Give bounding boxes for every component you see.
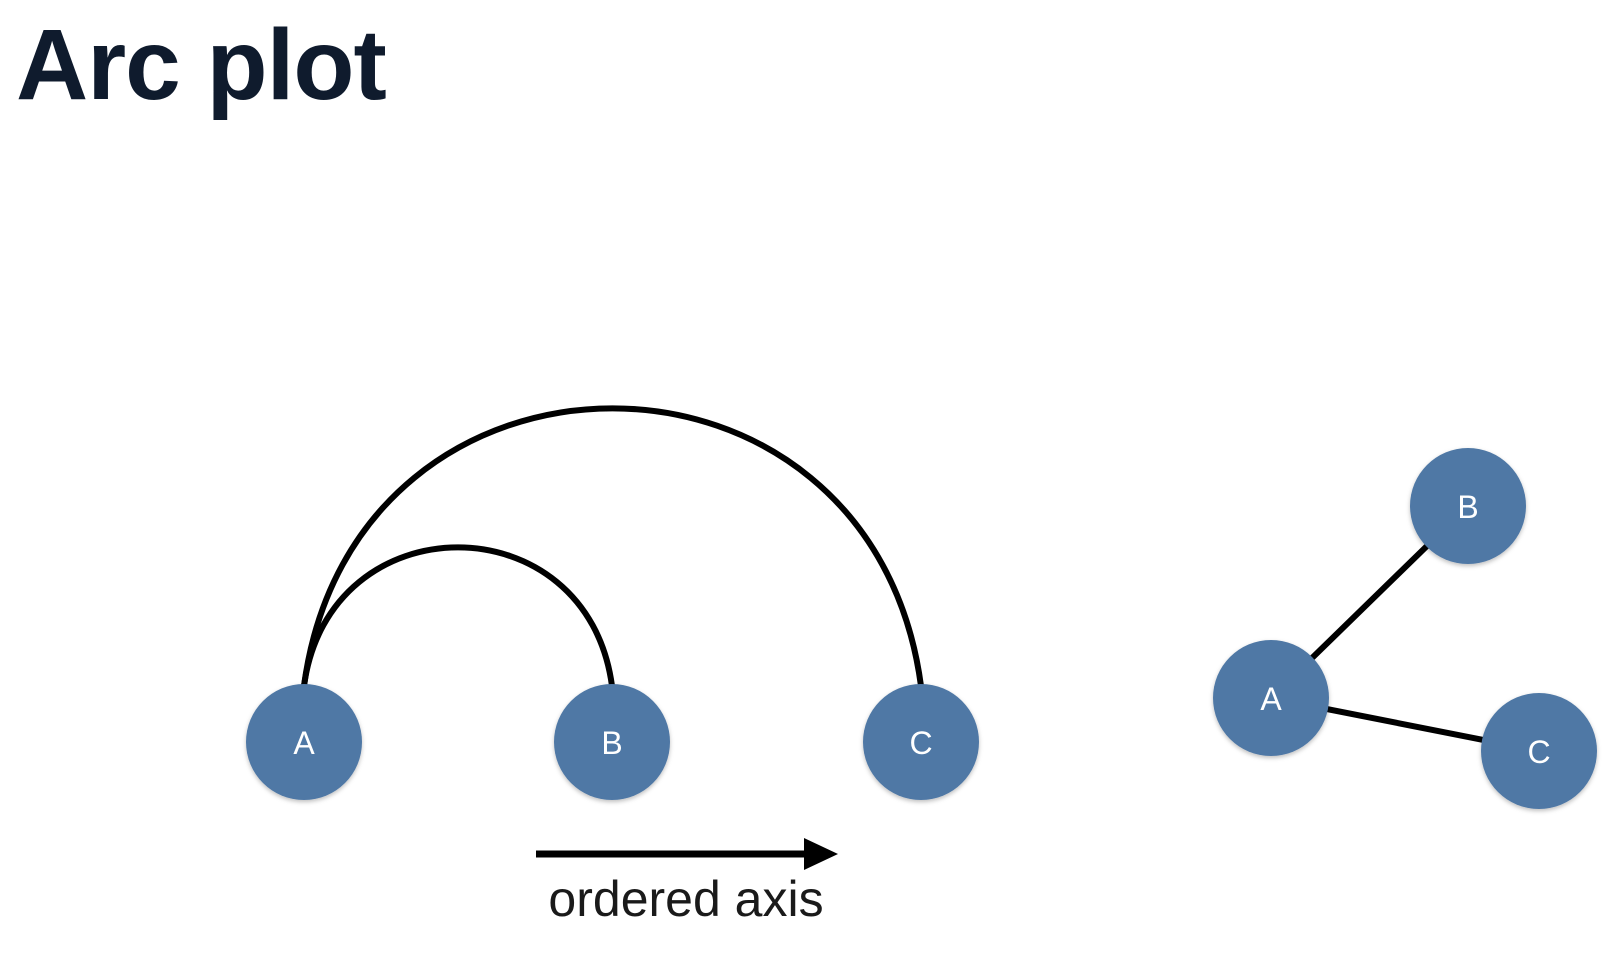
network-node-circle	[1213, 640, 1329, 756]
network-node-b: B	[1410, 448, 1526, 564]
network-node-label: A	[1260, 681, 1282, 717]
arc-node-label: C	[909, 725, 932, 761]
arc-node-circle	[554, 684, 670, 800]
ordered-axis-arrowhead-icon	[804, 838, 838, 870]
arc-node-b: B	[554, 684, 670, 800]
ordered-axis: ordered axis	[536, 838, 838, 927]
arc-plot: A B C ordered axis	[246, 405, 979, 927]
network-node-c: C	[1481, 693, 1597, 809]
arc-plot-nodes: A B C	[246, 684, 979, 800]
arc-node-c: C	[863, 684, 979, 800]
arc-edge-a-b	[301, 544, 615, 689]
arc-node-circle	[246, 684, 362, 800]
network-node-a: A	[1213, 640, 1329, 756]
page-title: Arc plot	[16, 9, 387, 121]
arc-node-label: A	[293, 725, 315, 761]
network-diagram: A B C	[1213, 448, 1597, 809]
network-node-circle	[1410, 448, 1526, 564]
arc-node-a: A	[246, 684, 362, 800]
network-nodes: A B C	[1213, 448, 1597, 809]
arc-node-label: B	[601, 725, 622, 761]
network-node-circle	[1481, 693, 1597, 809]
arc-node-circle	[863, 684, 979, 800]
network-node-label: C	[1527, 734, 1550, 770]
ordered-axis-label: ordered axis	[548, 871, 823, 927]
arc-edge-a-c	[301, 405, 924, 689]
arc-plot-edges	[301, 405, 924, 689]
network-node-label: B	[1457, 489, 1478, 525]
